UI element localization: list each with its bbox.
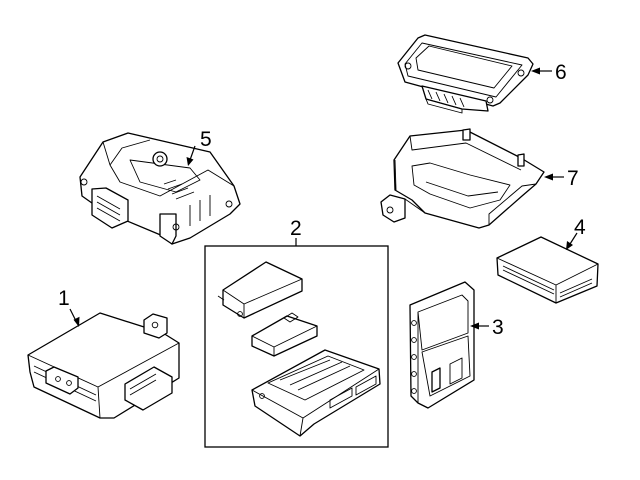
part-2-module-group (204, 245, 389, 448)
part-1-body-control-module (27, 312, 180, 419)
callout-6-label: 6 (555, 61, 567, 84)
callout-4-label: 4 (574, 216, 586, 239)
callout-7-label: 7 (567, 167, 579, 190)
callout-2-label: 2 (290, 217, 302, 240)
callout-6: 6 (531, 61, 567, 84)
part-6-control-module (397, 34, 534, 114)
part-5-engine-control-module (79, 132, 241, 245)
callout-1-label: 1 (58, 287, 70, 310)
callout-5-label: 5 (200, 128, 212, 151)
callout-4: 4 (566, 216, 586, 250)
part-3-vertical-module (409, 281, 475, 409)
callout-7: 7 (544, 167, 579, 190)
callout-3-label: 3 (492, 316, 504, 339)
callout-2: 2 (290, 217, 302, 246)
callout-1: 1 (58, 287, 80, 327)
callout-5: 5 (186, 128, 212, 166)
callout-3: 3 (470, 316, 504, 339)
part-4-small-module (496, 236, 599, 304)
part-7-mounting-bracket (380, 128, 545, 229)
